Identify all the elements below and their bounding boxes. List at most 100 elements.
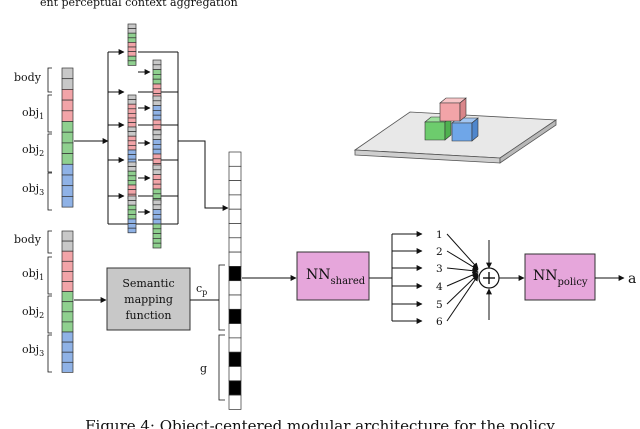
g-bracket: g: [200, 334, 225, 401]
module-a-cell: [127, 103, 137, 110]
state-top-cell: [61, 78, 74, 90]
arrow-modules-to-concat: [178, 140, 229, 211]
module-b-cell: [152, 174, 162, 180]
module-a-cell: [127, 117, 137, 123]
concat-cell: [228, 194, 242, 210]
green-cube: [424, 116, 452, 141]
blue-cube: [451, 117, 479, 142]
module-b-cell: [152, 100, 162, 106]
module-b-cell: [152, 214, 162, 220]
state-top-cell: [61, 174, 74, 187]
module-a-cell: [127, 195, 137, 201]
state-bottom-cell: [61, 331, 74, 343]
label-obj3-bottom: obj3: [22, 343, 44, 358]
scene-illustration: [353, 97, 558, 164]
state-labels-top: body obj1 obj2 obj3: [14, 67, 52, 211]
module-output-label: 6: [436, 316, 443, 328]
module-b-cell: [152, 148, 162, 155]
module-b-cell: [152, 209, 162, 215]
cp-bracket: cp: [196, 264, 225, 331]
header-fragment: ent perceptual context aggregation: [40, 0, 238, 9]
red-cube: [439, 97, 467, 122]
state-top-cell: [61, 121, 74, 133]
module-output-label: 3: [436, 263, 443, 275]
state-bottom-cell: [61, 230, 74, 242]
concat-cell: [228, 366, 242, 382]
module-fanout: [107, 49, 179, 225]
module-a-cell: [127, 28, 137, 34]
module-a-cell: [127, 180, 137, 186]
module-b-cell: [152, 228, 162, 234]
state-top-cell: [61, 99, 74, 112]
module-a-cell: [127, 113, 137, 119]
module-b-cell: [152, 74, 162, 80]
module-a-cell: [127, 214, 137, 220]
module-b-cell: [152, 124, 162, 130]
module-b-cell: [152, 238, 162, 244]
module-b-cell: [152, 144, 162, 150]
module-a-cell: [127, 51, 137, 57]
module-b-cell: [152, 158, 162, 164]
module-output-label: 1: [436, 229, 443, 241]
module-b-cell: [152, 164, 162, 171]
state-top-cell: [61, 67, 74, 80]
table-side: [499, 119, 557, 164]
label-body-bottom: body: [14, 233, 42, 246]
nn-shared-box: NNshared: [296, 251, 370, 301]
state-top-cell: [61, 110, 74, 122]
state-bottom-cell: [61, 250, 74, 262]
module-a-cell: [127, 154, 137, 160]
concat-cell: [228, 380, 242, 396]
module-a-cell: [127, 204, 137, 211]
label-obj1-top: obj1: [22, 106, 44, 121]
module-b-cell: [152, 88, 162, 94]
module-a-cell: [127, 175, 137, 181]
module-b-cell: [152, 183, 162, 190]
concat-cell: [228, 165, 242, 181]
nn-shared-label: NNshared: [306, 267, 366, 287]
module-a-cell: [127, 223, 137, 229]
module-a-cell: [127, 189, 137, 195]
state-bottom-cell: [61, 341, 74, 353]
module-b-cell: [152, 110, 162, 116]
concat-cell: [228, 180, 242, 196]
concat-cell: [228, 237, 242, 253]
module-b-cell: [152, 105, 162, 111]
concat-cell: [228, 223, 242, 239]
module-b-cell: [152, 95, 162, 102]
fanout-line: [446, 267, 479, 274]
module-a-cell: [127, 23, 137, 29]
concat-vector: [228, 151, 242, 410]
concat-cell: [228, 294, 242, 310]
module-a-cell: [127, 32, 137, 39]
fanout-line: [446, 272, 479, 287]
concat-cell: [228, 323, 242, 339]
state-vector-bottom: [61, 230, 74, 373]
semantic-mapping-box: Semantic mapping function: [106, 267, 191, 331]
module-a-cell: [127, 60, 137, 66]
state-bottom-cell: [61, 301, 74, 313]
module-b-cell: [152, 83, 162, 90]
module-a-cell: [127, 131, 137, 137]
state-top-cell: [61, 185, 74, 197]
label-obj2-bottom: obj2: [22, 305, 44, 320]
module-b-cell: [152, 59, 162, 66]
module-output-label: 5: [436, 299, 443, 311]
module-b-cell: [152, 204, 162, 210]
module-a-cell: [127, 135, 137, 142]
module-b-cell: [152, 78, 162, 85]
module-a-cell: [127, 145, 137, 151]
module-a-cell: [127, 122, 137, 128]
concat-cell: [228, 280, 242, 296]
module-b-cell: [152, 199, 162, 206]
figure-caption: Figure 4: Object-centered modular archit…: [85, 417, 555, 429]
module-b-cell: [152, 233, 162, 239]
label-body-top: body: [14, 71, 42, 84]
semantic-line1: Semantic: [122, 277, 174, 290]
cp-label: cp: [196, 282, 207, 297]
module-b-cell: [152, 188, 162, 195]
semantic-line2: mapping: [124, 293, 173, 306]
module-a-cell: [127, 108, 137, 114]
semantic-line3: function: [125, 309, 171, 322]
